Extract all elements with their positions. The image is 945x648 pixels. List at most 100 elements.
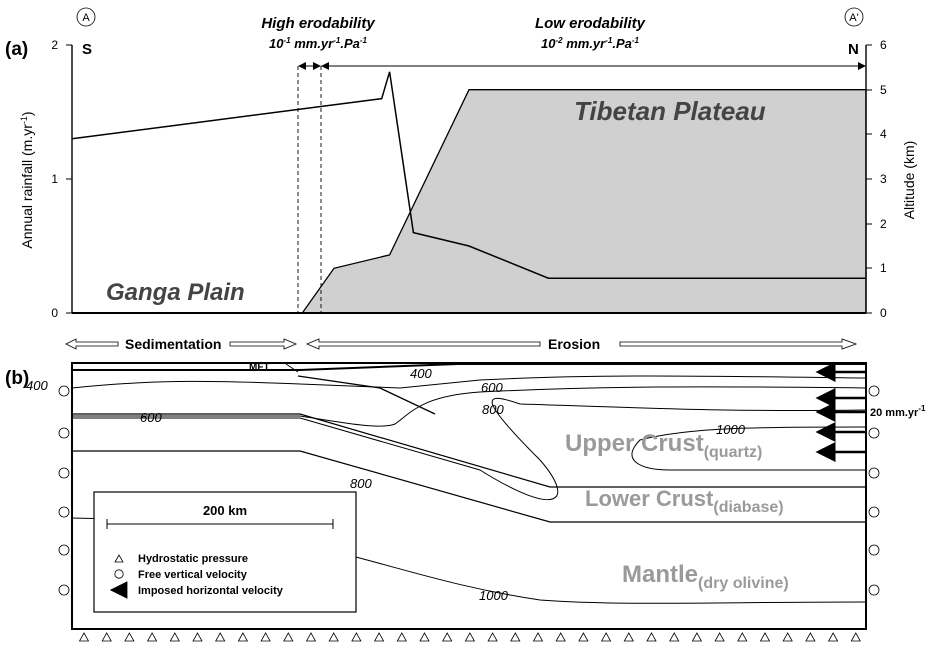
section-marker-a: A [76,7,96,27]
hydrostatic-pressure-triangle [555,632,566,642]
ganga-plain-label: Ganga Plain [106,279,245,306]
panel-a-label: (a) [5,39,28,60]
free-vertical-velocity-circle [58,467,70,479]
low-erodability-title: Low erodability [535,15,646,32]
hydrostatic-pressure-triangle [237,632,249,642]
isotherm-600 [72,386,867,427]
upper-lower-crust-boundary [72,413,866,488]
hydrostatic-pressure-triangle [759,632,771,642]
hydrostatic-pressure-triangle [192,632,203,642]
hydrostatic-pressure-triangle [578,632,589,642]
hydrostatic-pressure-triangle [101,632,112,642]
hydrostatic-pressure-triangle [646,632,657,642]
left-tick-2: 2 [51,38,58,52]
mantle-label: Mantle(dry olivine) [622,561,789,592]
hydrostatic-pressure-triangle [691,632,703,642]
hydrostatic-pressure-triangle [669,632,680,642]
triangle-icon [114,554,124,563]
left-ticks: 0 1 2 [51,38,72,320]
free-vertical-velocity-circle [58,385,70,397]
hydrostatic-pressure-triangle [714,632,725,642]
sedimentation-zone: Sedimentation [65,336,298,352]
mft-pointer [285,363,299,373]
hydrostatic-pressure-triangle [805,632,816,642]
left-tick-0: 0 [51,306,58,320]
right-axis-title: Altitude (km) [901,141,917,220]
section-marker-a-prime: A' [844,7,864,27]
left-tick-1: 1 [51,172,58,186]
free-vertical-velocity-circle [868,544,880,556]
hydrostatic-pressure-triangle [396,632,407,642]
free-vertical-velocity-circle [868,506,880,518]
moho-boundary [72,450,866,523]
circle-icon [114,569,124,579]
legend: 200 km Hydrostatic pressure Free vertica… [93,491,357,613]
erosion-zone: Erosion [305,336,858,352]
right-tick-4: 4 [880,127,887,141]
marker-a-text: A [82,12,90,24]
high-erodability-value: 10-1 mm.yr-1.Pa-1 [269,36,368,51]
legend-box [93,491,357,613]
hydrostatic-pressure-triangle [464,632,476,642]
low-erodability-value: 10-2 mm.yr-1.Pa-1 [541,36,640,51]
imposed-velocity-arrows [815,362,866,462]
isotherm-label-1000a: 1000 [479,588,509,603]
right-tick-5: 5 [880,83,887,97]
legend-item-free-vertical: Free vertical velocity [138,569,248,581]
south-label: S [82,41,92,58]
free-vertical-velocity-markers [58,385,880,596]
right-tick-2: 2 [880,217,887,231]
hydrostatic-pressure-triangle [510,632,521,642]
hydrostatic-pressure-triangle [600,632,612,642]
free-vertical-velocity-circle [868,427,880,439]
hydrostatic-pressure-triangle [351,632,362,642]
topography-line [72,363,866,371]
isotherm-400 [71,375,867,389]
hydrostatic-pressure-triangle [283,632,294,642]
free-vertical-velocity-circle [58,584,70,596]
isotherm-label-600a: 600 [481,380,503,395]
hydrostatic-pressure-triangle [737,632,748,642]
right-tick-0: 0 [880,306,887,320]
free-vertical-velocity-circle [868,584,880,596]
rainfall-line [71,71,866,279]
isotherm-1000-closure [631,426,867,471]
hydrostatic-pressure-triangle [442,632,453,642]
panel-b-label: (b) [5,368,29,389]
hydrostatic-pressure-triangle [419,632,430,642]
hydrostatic-pressure-triangle [260,632,271,642]
erosion-label: Erosion [548,336,600,352]
marker-a-prime-text: A' [849,12,858,24]
hydrostatic-pressure-triangle [373,632,385,642]
hydrostatic-pressure-triangle [850,632,861,642]
mft-label: MFT [249,362,270,373]
isotherm-label-400b: 400 [26,378,48,393]
hydrostatic-pressure-triangle [146,632,158,642]
high-erodability-title: High erodability [261,15,375,32]
hydrostatic-pressure-triangle [328,632,339,642]
hydrostatic-pressure-triangle [124,632,135,642]
tibetan-plateau-label: Tibetan Plateau [574,96,766,126]
hydrostatic-pressure-triangle [623,632,634,642]
right-tick-1: 1 [880,261,887,275]
hydrostatic-pressure-triangle [487,632,498,642]
free-vertical-velocity-circle [58,544,70,556]
hydrostatic-pressure-triangle [215,632,226,642]
north-label: N [848,41,859,58]
right-tick-3: 3 [880,172,887,186]
isotherm-label-400a: 400 [410,366,432,381]
isotherm-label-800b: 800 [350,476,372,491]
lower-crust-label: Lower Crust(diabase) [585,486,784,516]
free-vertical-velocity-circle [58,506,70,518]
right-tick-6: 6 [880,38,887,52]
isotherm-800 [72,397,867,501]
left-axis-title: Annual rainfall (m.yr-1) [19,111,35,248]
free-vertical-velocity-circle [58,427,70,439]
isotherm-label-800a: 800 [482,402,504,417]
hydrostatic-pressure-triangle [169,632,180,642]
legend-item-imposed-velocity: Imposed horizontal velocity [138,585,284,597]
hydrostatic-pressure-triangle [78,632,90,642]
hydrostatic-pressure-triangle [305,632,317,642]
legend-item-hydrostatic: Hydrostatic pressure [138,553,248,565]
velocity-value-label: 20 mm.yr-1 [870,404,926,419]
